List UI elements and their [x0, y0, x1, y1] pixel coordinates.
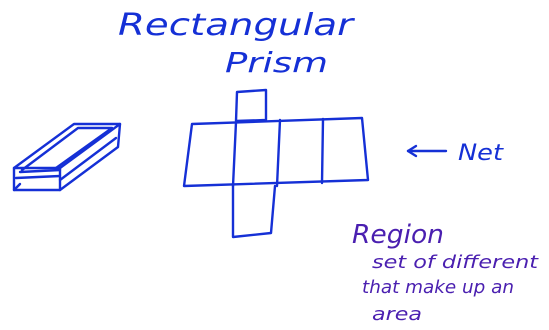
left-arrow-icon [406, 144, 448, 158]
title: Rectangular Prism [118, 8, 355, 79]
net-middle-row [182, 116, 370, 188]
region-heading: Region [352, 220, 444, 250]
region-line-1: set of different [372, 252, 539, 273]
region-line-3: area [372, 304, 422, 325]
rectangular-prism-sketch [12, 122, 122, 192]
region-note: Region set of different that make up an … [352, 220, 539, 325]
title-line1: Rectangular [118, 8, 355, 43]
prism-net [182, 88, 370, 239]
title-line2: Prism [225, 46, 328, 79]
net-label: Net [458, 141, 505, 166]
net-bottom-flap [231, 184, 277, 239]
net-top-flap [234, 88, 268, 123]
region-line-2: that make up an [362, 277, 514, 298]
